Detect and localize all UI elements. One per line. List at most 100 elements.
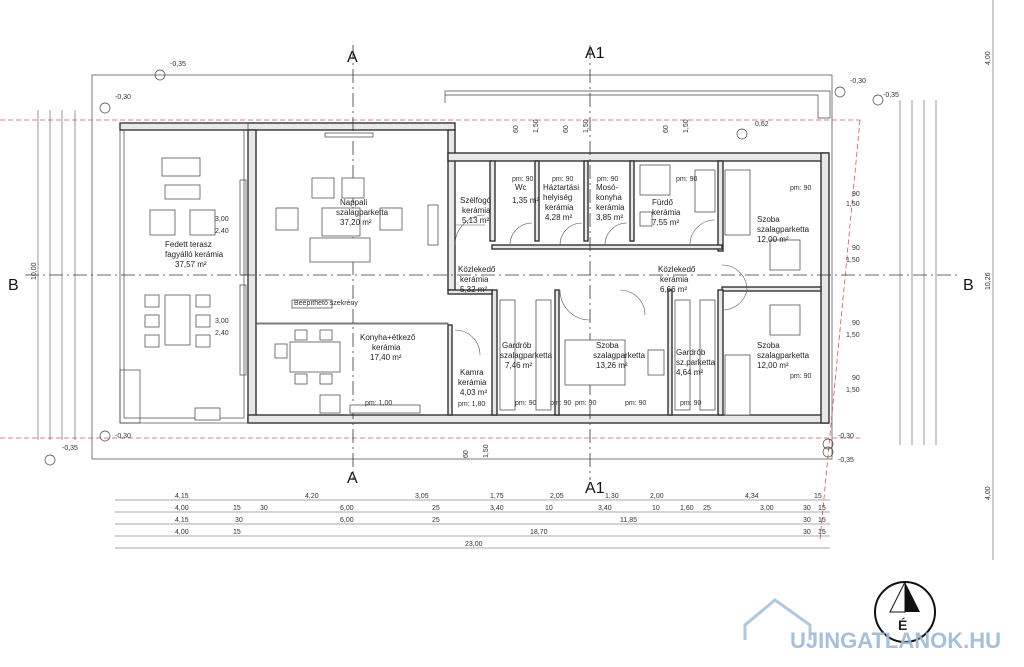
terrace-step xyxy=(119,369,141,424)
axis-a1-top: A1 xyxy=(585,45,605,62)
svg-text:10: 10 xyxy=(545,505,553,512)
svg-text:-0,35: -0,35 xyxy=(883,92,899,99)
svg-text:4,20: 4,20 xyxy=(305,493,319,500)
svg-text:pm: 90: pm: 90 xyxy=(552,176,574,183)
svg-text:-0,35: -0,35 xyxy=(62,445,78,452)
svg-text:0,62: 0,62 xyxy=(755,121,769,128)
svg-text:-0,30: -0,30 xyxy=(115,94,131,101)
svg-text:15: 15 xyxy=(818,505,826,512)
svg-text:23,00: 23,00 xyxy=(465,541,483,548)
level-markers: -0,35 -0,30 -0,30 -0,35 -0,30 -0,30 -0,3… xyxy=(44,61,899,466)
svg-text:4,00: 4,00 xyxy=(985,51,992,65)
svg-text:1,50: 1,50 xyxy=(483,444,490,458)
svg-text:pm: 90: pm: 90 xyxy=(550,400,572,407)
svg-text:90: 90 xyxy=(852,320,860,327)
axis-b-right: B xyxy=(963,277,974,294)
svg-text:18,70: 18,70 xyxy=(530,529,548,536)
svg-text:pm: 90: pm: 90 xyxy=(515,400,537,407)
svg-text:90: 90 xyxy=(852,191,860,198)
svg-text:25: 25 xyxy=(432,517,440,524)
svg-text:1,50: 1,50 xyxy=(846,387,860,394)
svg-text:pm: 1,80: pm: 1,80 xyxy=(458,401,485,408)
axis-a-top: A xyxy=(347,49,358,66)
svg-text:pm: 90: pm: 90 xyxy=(680,400,702,407)
svg-text:3,40: 3,40 xyxy=(490,505,504,512)
svg-text:10,26: 10,26 xyxy=(985,272,992,290)
svg-text:25: 25 xyxy=(432,505,440,512)
svg-text:1,75: 1,75 xyxy=(490,493,504,500)
svg-text:-0,35: -0,35 xyxy=(170,61,186,68)
north-arrow: É xyxy=(874,581,936,643)
svg-text:-0,30: -0,30 xyxy=(838,433,854,440)
svg-text:4,00: 4,00 xyxy=(175,529,189,536)
svg-text:3,00: 3,00 xyxy=(215,318,229,325)
svg-text:1,50: 1,50 xyxy=(846,332,860,339)
axis-a-bottom: A xyxy=(347,470,358,487)
svg-text:pm: 1,00: pm: 1,00 xyxy=(365,400,392,407)
svg-text:15: 15 xyxy=(814,493,822,500)
walls xyxy=(119,122,830,424)
svg-text:3,00: 3,00 xyxy=(215,216,229,223)
svg-text:4,15: 4,15 xyxy=(175,493,189,500)
svg-text:pm: 90: pm: 90 xyxy=(790,373,812,380)
svg-text:10,00: 10,00 xyxy=(31,262,38,280)
svg-text:UJINGATLANOK.HU: UJINGATLANOK.HU xyxy=(790,628,1001,653)
furniture xyxy=(144,132,801,421)
svg-text:6,00: 6,00 xyxy=(340,505,354,512)
svg-text:90: 90 xyxy=(852,375,860,382)
pm-labels: pm: 90 pm: 90 pm: 90 pm: 90 pm: 90 pm: 1… xyxy=(365,176,812,408)
terrace-inner xyxy=(123,129,245,419)
closet-label: Beépíthető szekrény xyxy=(294,300,358,307)
dimension-lines-bottom: 4,15 4,20 3,05 1,75 2,05 1,30 2,00 4,34 … xyxy=(115,493,830,549)
svg-text:60: 60 xyxy=(563,125,570,133)
window-kitchen xyxy=(239,284,247,376)
opening-sizes: 90 1,50 90 1,50 90 1,50 90 1,50 3,00 2,4… xyxy=(215,119,860,458)
svg-text:2,00: 2,00 xyxy=(650,493,664,500)
window-living xyxy=(239,179,247,276)
axis-b-left: B xyxy=(8,277,19,294)
svg-text:2,40: 2,40 xyxy=(215,228,229,235)
svg-text:30: 30 xyxy=(803,505,811,512)
svg-text:pm: 90: pm: 90 xyxy=(625,400,647,407)
watermark: UJINGATLANOK.HU xyxy=(743,598,1001,653)
axis-a1-bottom: A1 xyxy=(585,480,605,497)
svg-text:1,50: 1,50 xyxy=(533,119,540,133)
terrace-outline xyxy=(119,122,249,424)
svg-text:3,40: 3,40 xyxy=(598,505,612,512)
svg-text:-0,35: -0,35 xyxy=(838,457,854,464)
doors xyxy=(454,214,748,356)
svg-text:pm: 90: pm: 90 xyxy=(790,185,812,192)
svg-text:90: 90 xyxy=(852,245,860,252)
svg-text:3,05: 3,05 xyxy=(415,493,429,500)
svg-text:15: 15 xyxy=(818,529,826,536)
svg-text:1,50: 1,50 xyxy=(846,257,860,264)
svg-text:2,40: 2,40 xyxy=(215,330,229,337)
svg-text:25: 25 xyxy=(703,505,711,512)
svg-text:1,30: 1,30 xyxy=(605,493,619,500)
svg-text:1,50: 1,50 xyxy=(683,119,690,133)
svg-text:1,50: 1,50 xyxy=(583,119,590,133)
svg-text:15: 15 xyxy=(233,529,241,536)
svg-text:30: 30 xyxy=(260,505,268,512)
svg-text:1,60: 1,60 xyxy=(680,505,694,512)
svg-text:11,85: 11,85 xyxy=(620,517,637,524)
svg-text:4,15: 4,15 xyxy=(175,517,189,524)
property-line-diagonal xyxy=(819,119,861,541)
svg-text:2,05: 2,05 xyxy=(550,493,564,500)
svg-text:30: 30 xyxy=(803,529,811,536)
svg-text:60: 60 xyxy=(513,125,520,133)
